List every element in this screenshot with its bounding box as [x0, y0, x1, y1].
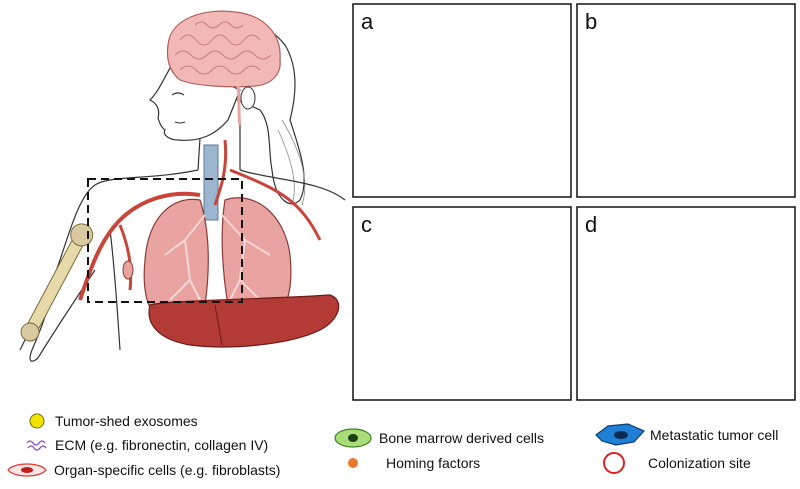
legend-exosomes: Tumor-shed exosomes [25, 410, 198, 432]
ecm-icon [26, 440, 47, 451]
legend-ecm-label: ECM (e.g. fibronectin, collagen IV) [55, 437, 269, 453]
tumor-cell-icon [595, 423, 646, 446]
panel-c: c [352, 206, 572, 401]
legend-homing-label: Homing factors [386, 455, 481, 471]
legend-organ-cells: Organ-specific cells (e.g. fibroblasts) [6, 459, 280, 481]
bmdc-icon [334, 428, 372, 448]
legend-homing: Homing factors [342, 452, 480, 474]
panel-label-b: b [585, 9, 597, 34]
legend-ecm: ECM (e.g. fibronectin, collagen IV) [25, 434, 268, 456]
legend-colonization-label: Colonization site [648, 455, 751, 471]
colonization-site-icon [603, 452, 625, 474]
panel-d: d [576, 206, 796, 401]
zoom-box [87, 178, 243, 303]
panel-label-d: d [585, 212, 597, 237]
legend-tumor-cell: Metastatic tumor cell [594, 423, 779, 446]
homing-factor-icon [348, 458, 358, 468]
legend-colonization: Colonization site [600, 452, 751, 474]
organ-cell-icon [7, 463, 47, 477]
woman-illustration [19, 10, 346, 362]
panel-label-c: c [361, 212, 372, 237]
exosome-icon [29, 413, 45, 429]
legend-bmdc: Bone marrow derived cells [333, 427, 544, 449]
panel-label-a: a [361, 9, 374, 34]
panel-b: b [576, 3, 796, 198]
panel-a: a [352, 3, 572, 198]
legend-organ-cells-label: Organ-specific cells (e.g. fibroblasts) [54, 462, 281, 478]
legend-tumor-cell-label: Metastatic tumor cell [650, 427, 779, 443]
legend-bmdc-label: Bone marrow derived cells [379, 430, 544, 446]
legend-exosomes-label: Tumor-shed exosomes [55, 413, 198, 429]
